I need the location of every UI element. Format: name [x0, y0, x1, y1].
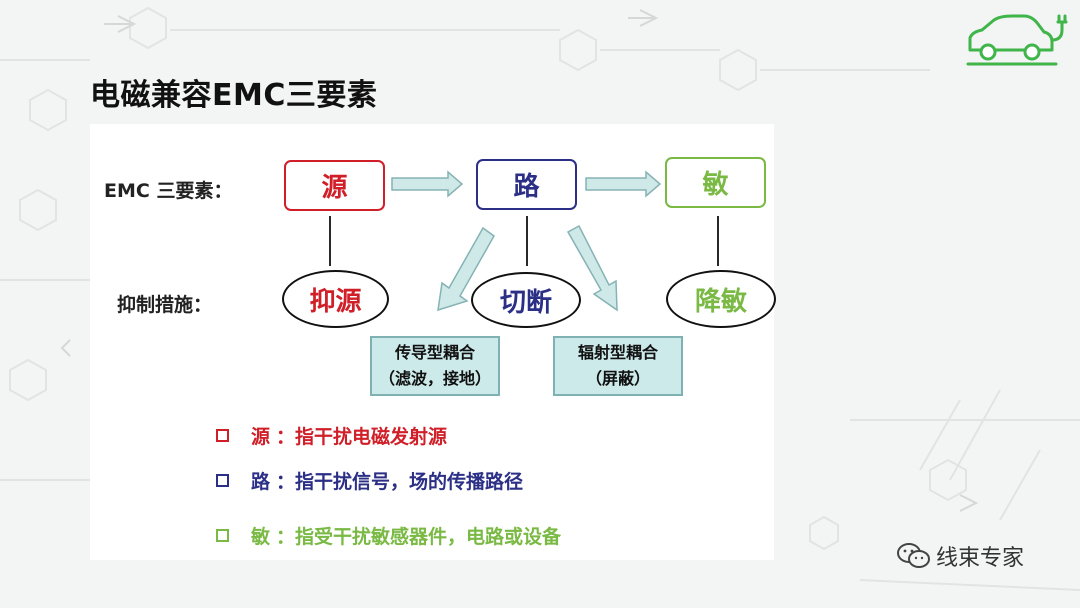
- radiated-coupling-box: 辐射型耦合 （屏蔽）: [553, 336, 683, 396]
- conducted-coupling-measures: （滤波，接地）: [378, 369, 491, 388]
- diagram-connectors: [329, 170, 719, 312]
- elements-label: EMC 三要素：: [104, 180, 233, 202]
- bullet-source: 源 ：指干扰电磁发射源: [216, 422, 447, 449]
- bullet-source-text: ：指干扰电磁发射源: [276, 426, 448, 448]
- element-path-box: 路: [476, 159, 577, 210]
- element-sensitive-box: 敏: [665, 157, 766, 208]
- watermark-text: 线束专家: [936, 546, 1025, 571]
- bullet-sensitive: 敏 ：指受干扰敏感器件，电路或设备: [216, 522, 561, 549]
- bullet-sensitive-term: 敏: [251, 526, 271, 548]
- watermark: 线束专家: [896, 540, 1024, 572]
- arrow-radiated-coupling: [566, 224, 618, 312]
- measure-suppress-source: 抑源: [282, 270, 389, 328]
- bullet-path-term: 路: [251, 471, 271, 493]
- conducted-coupling-box: 传导型耦合 （滤波，接地）: [370, 336, 500, 396]
- bullet-square-icon: [216, 474, 229, 487]
- bullet-square-icon: [216, 429, 229, 442]
- bullet-source-term: 源: [251, 426, 271, 448]
- car-plug-icon: [966, 14, 1068, 66]
- bullet-square-icon: [216, 529, 229, 542]
- radiated-coupling-title: 辐射型耦合: [577, 343, 658, 362]
- wechat-icon: [897, 543, 930, 568]
- conducted-coupling-title: 传导型耦合: [394, 343, 475, 362]
- arrow-conducted-coupling: [437, 226, 495, 312]
- slide-title: 电磁兼容EMC三要素: [90, 78, 378, 113]
- element-source-box: 源: [284, 160, 385, 211]
- arrow-source-to-path: [391, 170, 464, 198]
- diagram-panel: EMC 三要素： 抑制措施： 源 路 敏 抑源 切断 降敏 传导型耦合 （滤波，…: [90, 124, 776, 560]
- bullet-path-text: ：指干扰信号，场的传播路径: [276, 471, 524, 493]
- arrow-path-to-sensitive: [585, 170, 662, 198]
- radiated-coupling-measures: （屏蔽）: [585, 369, 650, 388]
- measure-reduce-sensitivity: 降敏: [666, 270, 776, 328]
- bullet-path: 路 ：指干扰信号，场的传播路径: [216, 467, 523, 494]
- measure-cut-path: 切断: [471, 272, 581, 328]
- bullet-sensitive-text: ：指受干扰敏感器件，电路或设备: [276, 526, 562, 548]
- measures-label: 抑制措施：: [117, 294, 213, 316]
